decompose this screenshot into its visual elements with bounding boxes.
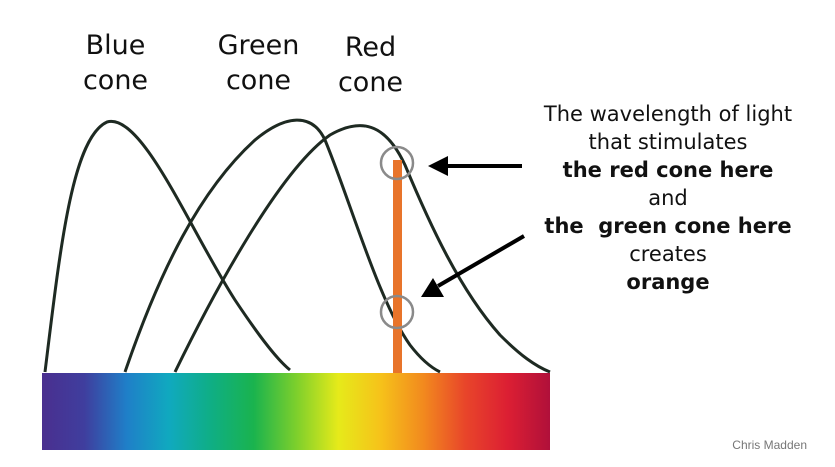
- blue-cone-label-line2: cone: [82, 65, 149, 96]
- orange-wavelength-marker: [393, 160, 402, 373]
- green-cone-label-line2: cone: [225, 65, 292, 96]
- explanation-line-4: and: [648, 186, 688, 210]
- explanation-line-2: that stimulates: [588, 130, 748, 154]
- explanation-line-5: the green cone here: [544, 214, 792, 238]
- blue-cone-label: Blue cone: [58, 28, 173, 98]
- red-cone-intersection-circle: [379, 145, 415, 181]
- red-cone-label-line2: cone: [337, 67, 404, 98]
- explanation-text: The wavelength of light that stimulates …: [520, 100, 816, 296]
- red-cone-curve: [173, 124, 551, 374]
- green-cone-curve: [123, 118, 441, 374]
- arrow-to-red-cone: [428, 156, 522, 176]
- red-cone-label: Red cone: [318, 30, 423, 100]
- green-cone-intersection-circle: [379, 294, 415, 330]
- explanation-line-1: The wavelength of light: [543, 102, 793, 126]
- red-cone-label-line1: Red: [344, 32, 397, 63]
- explanation-line-7: orange: [626, 270, 710, 294]
- blue-cone-curve: [43, 120, 291, 373]
- explanation-line-3: the red cone here: [562, 158, 774, 182]
- blue-cone-label-line1: Blue: [85, 30, 146, 61]
- green-cone-label-line1: Green: [217, 30, 300, 61]
- green-cone-label: Green cone: [196, 28, 321, 98]
- visible-spectrum-bar: [42, 373, 550, 450]
- author-credit: Chris Madden: [732, 438, 807, 452]
- arrow-to-green-cone: [421, 234, 526, 297]
- explanation-line-6: creates: [629, 242, 707, 266]
